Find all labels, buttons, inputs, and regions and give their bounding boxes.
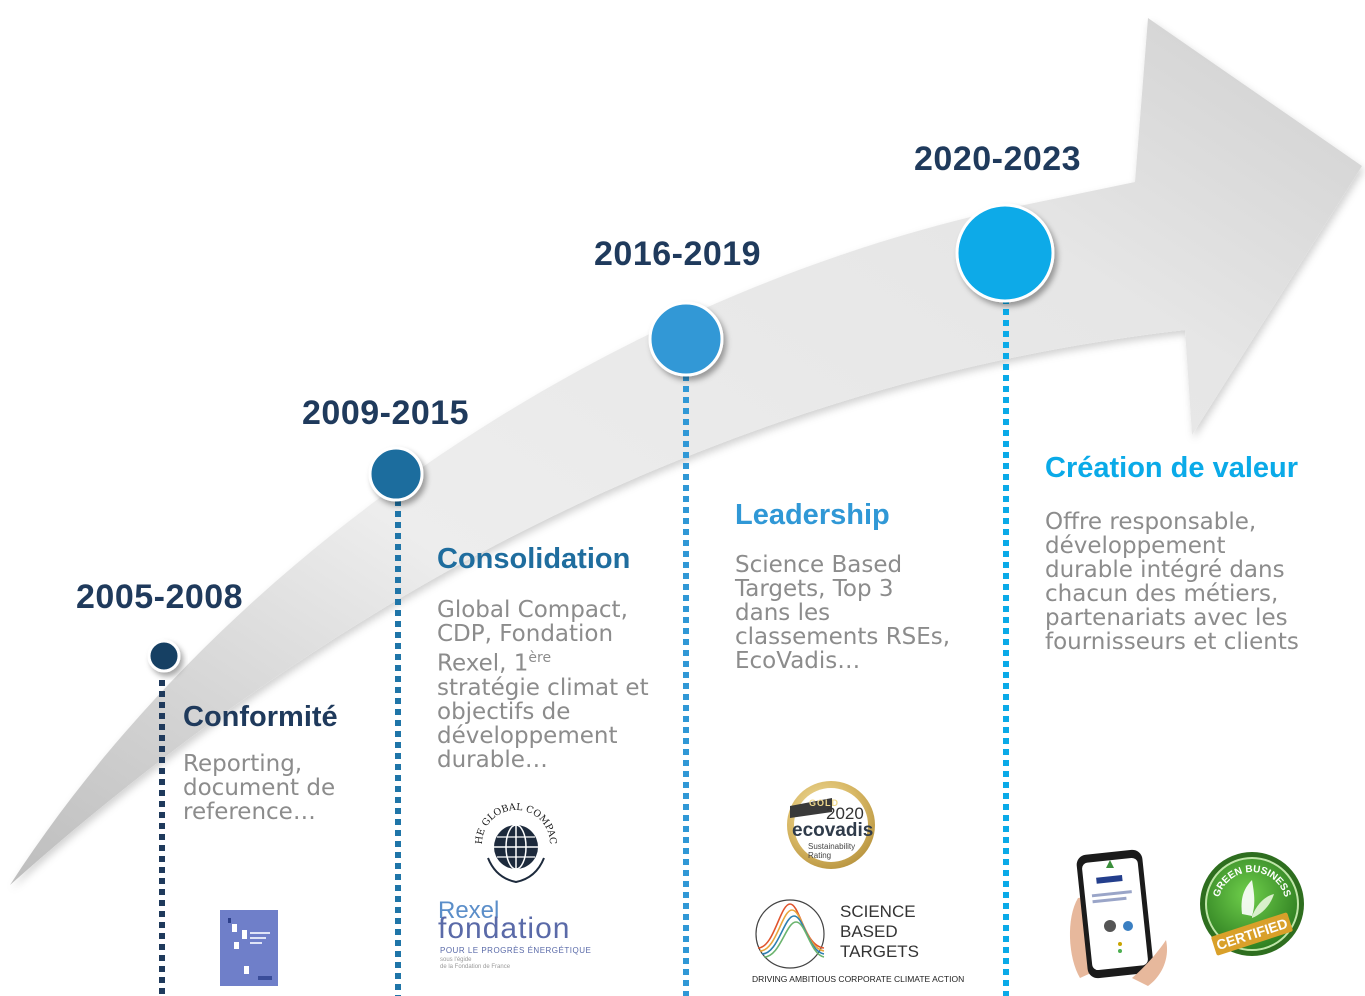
rexel-logo-tagline: POUR LE PROGRÈS ÉNERGÉTIQUE xyxy=(440,946,592,955)
heading-leadership: Leadership xyxy=(735,499,890,531)
rexel-logo-fondation: fondation xyxy=(438,912,571,945)
year-label-1: 2005-2008 xyxy=(76,578,244,616)
global-compact-logo: THE GLOBAL COMPACT xyxy=(468,800,558,884)
description-line: Reporting, xyxy=(183,751,303,777)
milestone-circle-4 xyxy=(955,203,1055,303)
ecovadis-badge-label: GOLD xyxy=(809,798,839,808)
description-line: développement xyxy=(437,722,618,749)
superscript: ère xyxy=(528,650,552,666)
ecovadis-year: 2020 xyxy=(826,804,864,823)
description-conformite: Reporting, document de reference… xyxy=(183,752,383,824)
description-line: document de xyxy=(183,775,336,801)
year-label-3: 2016-2019 xyxy=(594,235,762,273)
description-leadership: Science Based Targets, Top 3 dans les cl… xyxy=(735,553,975,673)
description-line: Offre responsable, xyxy=(1045,509,1257,535)
description-line: durable… xyxy=(437,746,548,773)
description-creation-de-valeur: Offre responsable, développement durable… xyxy=(1045,510,1345,654)
heading-creation-de-valeur: Création de valeur xyxy=(1045,452,1299,484)
sbt-line-1: SCIENCE xyxy=(840,902,916,921)
description-consolidation: Global Compact, CDP, Fondation Rexel, 1è… xyxy=(437,598,677,772)
heading-consolidation: Consolidation xyxy=(437,543,631,575)
year-label-2: 2009-2015 xyxy=(302,394,470,432)
year-label-4: 2020-2023 xyxy=(914,140,1082,178)
milestone-circle-3 xyxy=(648,301,724,377)
mobile-app-phone-icon xyxy=(1069,849,1168,986)
milestone-circle-2 xyxy=(368,446,424,502)
milestone-circle-1 xyxy=(147,639,181,673)
sbt-line-2: BASED xyxy=(840,922,898,941)
ecovadis-medal xyxy=(787,781,875,869)
rexel-logo-small-2: de la Fondation de France xyxy=(440,964,511,970)
sbt-logo-mark xyxy=(755,899,825,969)
description-line: stratégie climat et xyxy=(437,674,649,701)
description-line: reference… xyxy=(183,799,316,825)
ecovadis-sub-1: Sustainability xyxy=(808,842,856,851)
description-line: objectifs de xyxy=(437,698,571,725)
description-line: Global Compact, xyxy=(437,597,628,623)
description-line: chacun des métiers, xyxy=(1045,581,1279,607)
description-line: classements RSEs, xyxy=(735,624,951,650)
description-line: fournisseurs et clients xyxy=(1045,629,1299,655)
description-line: Targets, Top 3 xyxy=(735,576,894,602)
description-line: CDP, Fondation xyxy=(437,621,614,647)
description-line: durable intégré dans xyxy=(1045,557,1285,583)
rexel-logo-small-1: sous l'égide xyxy=(440,957,472,963)
sbt-line-3: TARGETS xyxy=(840,942,920,961)
ecovadis-brand: ecovadis xyxy=(792,820,874,841)
description-line: partenariats avec les xyxy=(1045,605,1288,631)
ecovadis-sub-2: Rating xyxy=(808,851,832,860)
rexel-logo-top: Rexel xyxy=(438,897,500,924)
description-text: Rexel, 1 xyxy=(437,650,529,677)
green-business-badge: GREEN BUSINESS CERTIFIED xyxy=(1200,852,1304,956)
heading-conformite: Conformité xyxy=(183,701,338,733)
sbt-tagline: DRIVING AMBITIOUS CORPORATE CLIMATE ACTI… xyxy=(752,974,965,984)
reference-document-cover xyxy=(220,910,278,986)
description-line: EcoVadis… xyxy=(735,648,861,674)
description-line: Science Based xyxy=(735,552,903,578)
description-line: dans les xyxy=(735,600,831,626)
description-line: Rexel, 1ère xyxy=(437,646,677,676)
description-line: développement xyxy=(1045,533,1226,559)
